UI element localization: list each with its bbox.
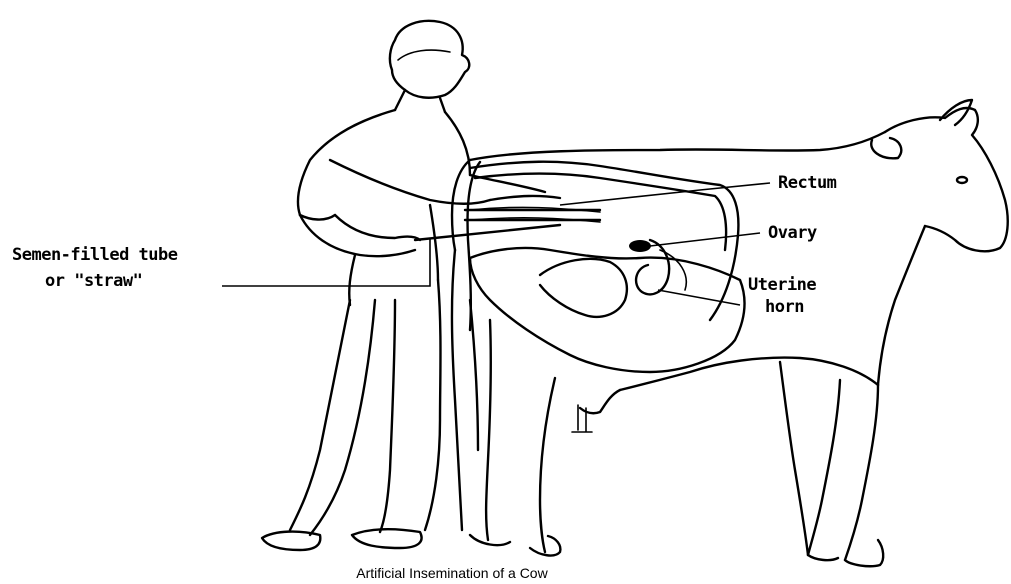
rectum-label: Rectum <box>778 173 837 193</box>
cow-illustration <box>452 100 1008 566</box>
uterine-horn-label-line1: Uterine <box>748 275 816 295</box>
reproductive-organs <box>465 162 745 372</box>
label-uterine-horn: Uterine horn <box>658 275 816 317</box>
straw-label-line2: or "straw" <box>45 271 142 291</box>
label-ovary: Ovary <box>650 223 817 246</box>
straw-label-line1: Semen-filled tube <box>12 245 178 265</box>
ovary-label: Ovary <box>768 223 817 243</box>
label-straw: Semen-filled tube or "straw" <box>12 238 430 291</box>
uterine-horn-label-line2: horn <box>765 297 804 317</box>
figure-caption: Artificial Insemination of a Cow <box>356 565 548 581</box>
